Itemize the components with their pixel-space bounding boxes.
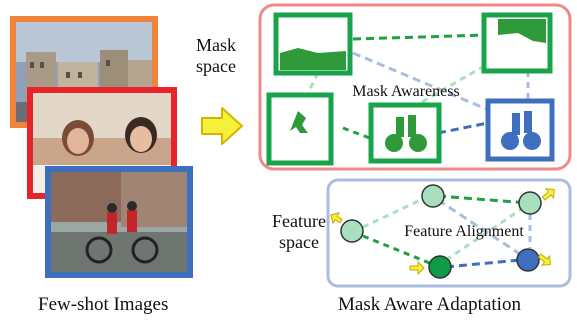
few-shot-caption: Few-shot Images [38, 294, 169, 315]
mask-awareness-panel: Mask Awareness [258, 3, 572, 171]
feature-node-street-2 [518, 191, 542, 215]
photo-bicycle [45, 166, 193, 278]
bicycle-scene-image [51, 172, 187, 272]
arrow-right-icon [201, 107, 243, 145]
feature-node-street [421, 184, 445, 208]
small-arrow-icon [537, 253, 551, 266]
small-arrow-icon [541, 188, 555, 201]
mask-tile-street [273, 12, 353, 76]
small-arrow-icon [409, 260, 425, 276]
mask-aware-adaptation-caption: Mask Aware Adaptation [338, 294, 521, 315]
feature-alignment-title: Feature Alignment [404, 223, 524, 240]
feature-node-bike-green [428, 255, 452, 279]
feature-alignment-panel: Feature Alignment [326, 178, 572, 288]
mask-tile-bike-blue [485, 98, 555, 162]
mask-tile-food [266, 92, 334, 166]
feature-node-bike-blue [516, 248, 540, 272]
mask-space-label: Mask space [196, 35, 236, 76]
mask-awareness-title: Mask Awareness [352, 83, 459, 100]
feature-space-label: Feature space [272, 211, 326, 252]
mask-tile-bike-green [368, 102, 442, 164]
mask-tile-street-2 [481, 12, 553, 74]
feature-connections [362, 194, 532, 269]
feature-node-food [340, 219, 364, 243]
small-arrow-icon [330, 212, 343, 225]
